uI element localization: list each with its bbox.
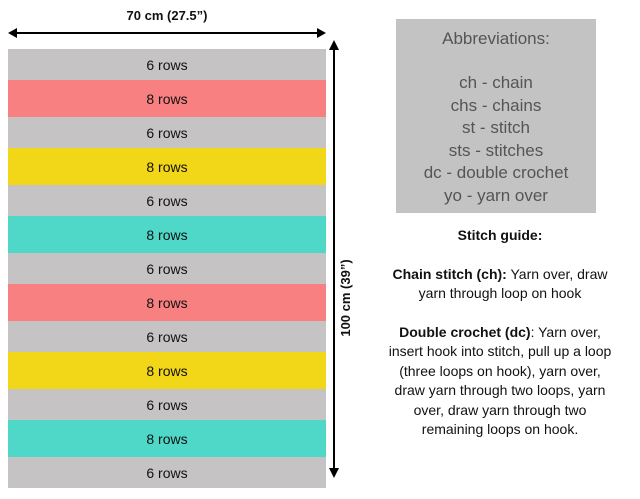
- stripe-6-rows: 6 rows: [8, 457, 326, 488]
- double-crochet-entry: Double crochet (dc): Yarn over, insert h…: [384, 323, 616, 440]
- stripe-6-rows: 6 rows: [8, 389, 326, 420]
- abbreviation-item: yo - yarn over: [444, 185, 548, 205]
- chain-stitch-entry: Chain stitch (ch): Yarn over, draw yarn …: [384, 265, 616, 304]
- abbreviations-box: Abbreviations: ch - chain chs - chains s…: [396, 19, 596, 213]
- stitch-guide: Stitch guide: Chain stitch (ch): Yarn ov…: [384, 226, 616, 459]
- abbreviations-list: ch - chain chs - chains st - stitch sts …: [396, 72, 596, 207]
- stripe-6-rows: 6 rows: [8, 117, 326, 148]
- abbreviation-item: ch - chain: [459, 73, 533, 92]
- stitch-guide-title: Stitch guide:: [457, 227, 543, 243]
- abbreviation-item: dc - double crochet: [423, 163, 569, 182]
- width-arrow-icon: [8, 28, 326, 38]
- abbreviation-item: sts - stitches: [448, 140, 544, 160]
- stripe-6-rows: 6 rows: [8, 185, 326, 216]
- stripe-8-rows: 8 rows: [8, 216, 326, 253]
- stripe-8-rows: 8 rows: [8, 148, 326, 185]
- stripe-6-rows: 6 rows: [8, 253, 326, 284]
- stripe-8-rows: 8 rows: [8, 420, 326, 457]
- stripe-8-rows: 8 rows: [8, 284, 326, 321]
- abbreviation-item: st - stitch: [461, 118, 530, 137]
- abbreviation-item: chs - chains: [450, 95, 542, 115]
- stripe-6-rows: 6 rows: [8, 49, 326, 80]
- width-label: 70 cm (27.5”): [126, 8, 208, 23]
- height-label: 100 cm (39”): [338, 259, 353, 337]
- stripe-8-rows: 8 rows: [8, 80, 326, 117]
- stripe-6-rows: 6 rows: [8, 321, 326, 352]
- width-dimension: 70 cm (27.5”): [8, 8, 326, 38]
- chain-stitch-text: Yarn over, draw yarn through loop on hoo…: [418, 265, 608, 302]
- height-arrow-icon: [329, 40, 339, 478]
- double-crochet-term: Double crochet (dc): [399, 323, 531, 340]
- height-dimension: 100 cm (39”): [326, 40, 366, 480]
- double-crochet-text: : Yarn over, insert hook into stitch, pu…: [388, 323, 612, 438]
- abbreviations-title: Abbreviations:: [442, 29, 550, 48]
- stripe-8-rows: 8 rows: [8, 352, 326, 389]
- chain-stitch-term: Chain stitch (ch):: [392, 265, 507, 282]
